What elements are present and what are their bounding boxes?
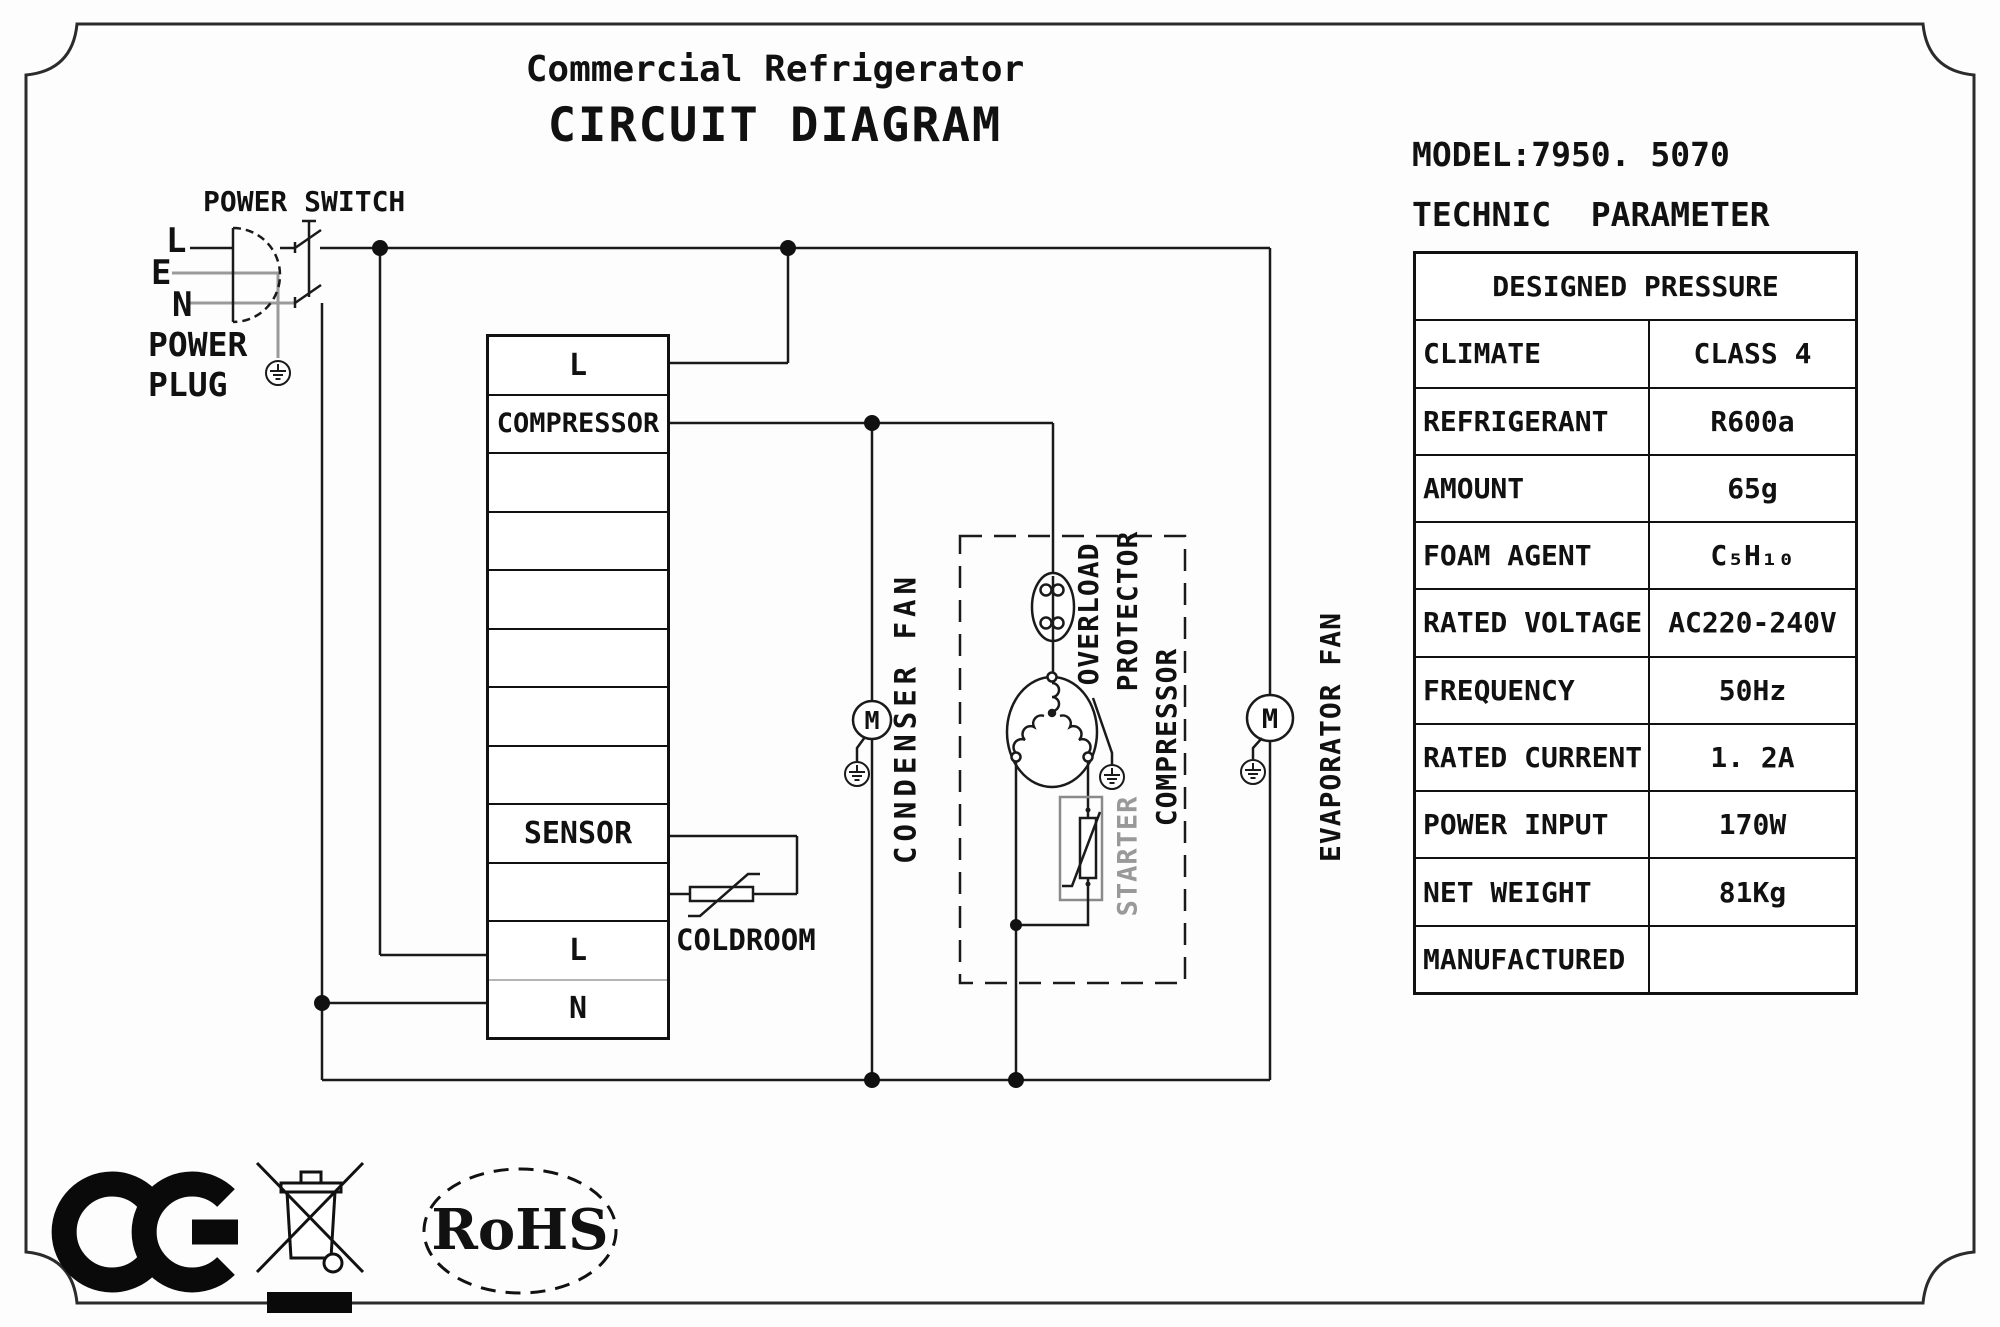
table-row: FOAM AGENT C₅H₁₀ (1416, 523, 1855, 591)
table-row-label: REFRIGERANT (1416, 388, 1650, 454)
table-header: DESIGNED PRESSURE (1416, 254, 1855, 322)
rohs-badge-icon: RoHS (422, 1167, 618, 1295)
starter-icon (1016, 795, 1104, 927)
table-row-value (1650, 927, 1855, 992)
compressor-enclosure (958, 534, 1187, 985)
terminal-row (489, 454, 667, 513)
condenser-motor-letter: M (864, 706, 879, 735)
page-border (24, 22, 1976, 1305)
compressor-label: COMPRESSOR (1150, 647, 1183, 827)
terminal-row: COMPRESSOR (489, 396, 667, 454)
power-plug-label-line1: POWER (148, 325, 248, 364)
terminal-row (489, 747, 667, 805)
power-plug-label-line2: PLUG (148, 365, 228, 404)
coldroom-label: COLDROOM (676, 923, 816, 957)
rohs-label: RoHS (431, 1197, 608, 1263)
condenser-fan-label: CONDENSER FAN (888, 572, 923, 864)
weee-bin-icon (255, 1161, 365, 1313)
pin-e-label: E (151, 253, 172, 293)
table-row: CLIMATE CLASS 4 (1416, 321, 1855, 389)
junction-dots (314, 240, 1024, 1088)
overload-label-line2: PROTECTOR (1111, 530, 1144, 692)
terminal-row (489, 630, 667, 688)
table-row-value: AC220-240V (1668, 606, 1837, 640)
table-row-label: FOAM AGENT (1416, 523, 1650, 589)
table-row-value: 65g (1727, 471, 1778, 505)
table-row-label: AMOUNT (1416, 455, 1650, 522)
plug-gray-wires (172, 271, 295, 358)
table-row-value: 1. 2A (1710, 740, 1795, 774)
table-row-value: C₅H₁₀ (1710, 539, 1795, 573)
table-row-label: RATED CURRENT (1416, 724, 1650, 791)
table-row: MANUFACTURED (1416, 926, 1855, 992)
table-row-value: 170W (1718, 808, 1787, 842)
evaporator-motor-letter: M (1262, 704, 1278, 735)
table-row-label: POWER INPUT (1416, 792, 1650, 858)
technic-parameter-table: DESIGNED PRESSURE CLIMATE CLASS 4 REFRIG… (1413, 251, 1858, 995)
table-row: POWER INPUT 170W (1416, 792, 1855, 860)
table-row: FREQUENCY 50Hz (1416, 657, 1855, 725)
ce-mark-icon (51, 1171, 238, 1293)
table-row-value: 81Kg (1718, 875, 1787, 909)
terminal-row: L (489, 337, 667, 396)
terminal-row (489, 513, 667, 571)
condenser-fan-ground-icon (844, 761, 870, 787)
technic-parameter-title: TECHNIC PARAMETER (1412, 195, 1770, 234)
table-row: RATED CURRENT 1. 2A (1416, 724, 1855, 793)
page-title: CIRCUIT DIAGRAM (547, 98, 1003, 153)
terminal-row (489, 571, 667, 630)
model-number: MODEL:7950. 5070 (1412, 135, 1730, 174)
evaporator-fan-label: EVAPORATOR FAN (1314, 611, 1347, 863)
pin-l-label: L (166, 221, 187, 261)
page-subtitle: Commercial Refrigerator (525, 49, 1025, 90)
table-row-value: 50Hz (1718, 673, 1787, 707)
table-row-value: R600a (1710, 404, 1795, 438)
power-switch-label: POWER SWITCH (203, 185, 406, 218)
terminal-row (489, 864, 667, 922)
evaporator-fan-ground-icon (1240, 759, 1266, 785)
terminal-row: N (568, 991, 588, 1027)
wires (190, 246, 1272, 1082)
overload-label-line1: OVERLOAD (1072, 542, 1105, 686)
plug-ground-icon (265, 360, 291, 386)
table-row-label: RATED VOLTAGE (1416, 590, 1650, 656)
terminal-row: SENSOR (489, 805, 667, 864)
condenser-fan-motor-icon (851, 699, 893, 761)
table-row-label: NET WEIGHT (1416, 859, 1650, 925)
pin-n-label: N (172, 285, 193, 325)
terminal-row: L (489, 922, 667, 981)
thermostat-terminal-block: L COMPRESSOR SENSOR L N (486, 334, 670, 1040)
power-plug-icon (231, 226, 282, 324)
evaporator-fan-motor-icon (1245, 693, 1295, 759)
overload-protector-icon (1030, 571, 1076, 677)
table-row-value: CLASS 4 (1693, 337, 1812, 371)
table-row-label: MANUFACTURED (1416, 926, 1650, 992)
table-row: RATED VOLTAGE AC220-240V (1416, 590, 1855, 658)
table-row-label: CLIMATE (1416, 321, 1650, 387)
compressor-ground-icon (1099, 764, 1125, 790)
starter-label: STARTER (1112, 795, 1144, 917)
power-switch-icon (293, 219, 322, 308)
terminal-row (489, 688, 667, 747)
table-row: NET WEIGHT 81Kg (1416, 859, 1855, 927)
coldroom-sensor-icon (688, 872, 760, 918)
table-row: REFRIGERANT R600a (1416, 388, 1855, 456)
table-row: AMOUNT 65g (1416, 455, 1855, 524)
table-row-label: FREQUENCY (1416, 657, 1650, 723)
